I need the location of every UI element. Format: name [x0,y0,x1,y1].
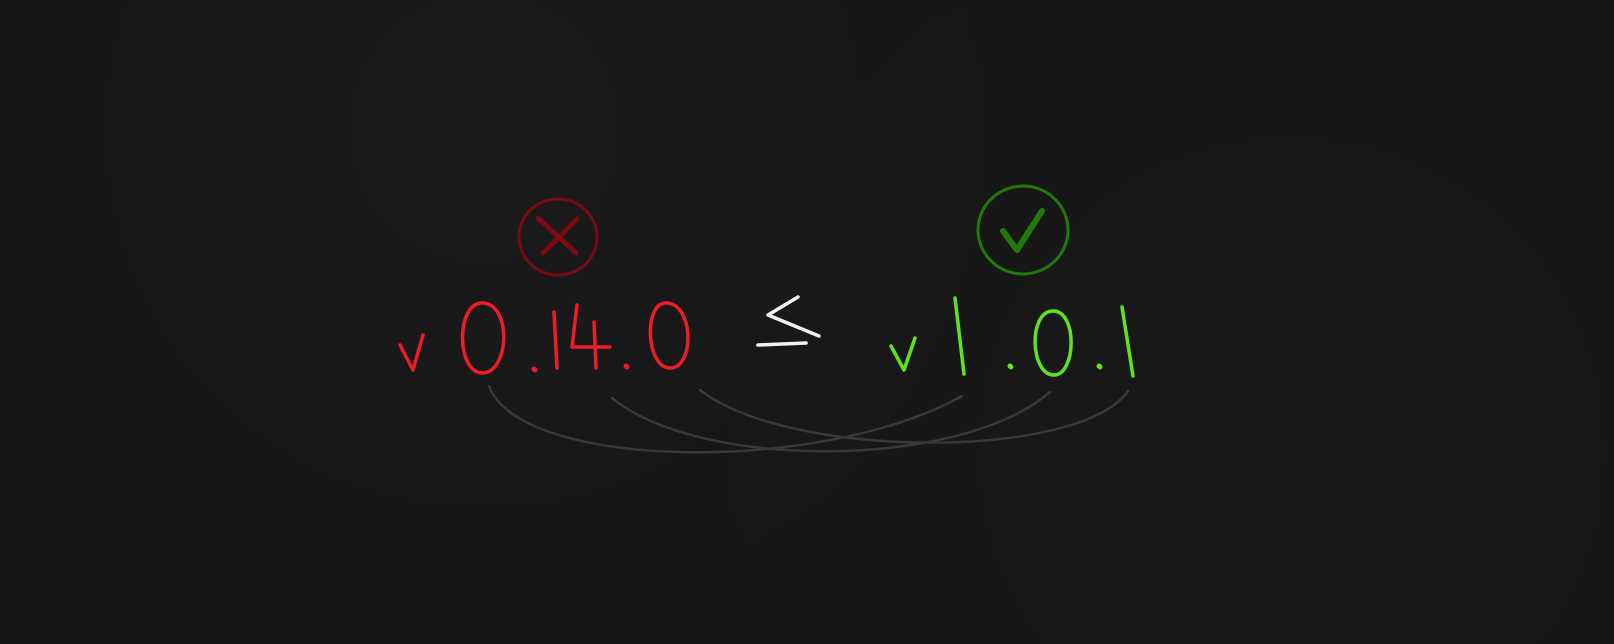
left-dot-2 [623,363,630,370]
major-connector-arc [487,384,964,454]
left-dot-1 [531,366,538,373]
right-dot-2 [1096,363,1103,370]
left-version-handwriting [398,301,690,375]
right-one-glyph-2 [1120,305,1135,378]
less-than-or-equal-glyph [756,295,821,347]
right-one-glyph [953,296,966,376]
left-four-glyph [570,303,612,370]
left-zero-glyph [460,301,506,375]
right-dot-1 [1007,363,1014,370]
minor-connector-arc [610,390,1052,453]
left-one-glyph [552,310,559,370]
left-v-glyph [398,333,425,372]
left-zero-glyph-2 [648,301,690,370]
version-part-connectors [487,384,1130,454]
patch-connector-arc [698,388,1130,444]
right-zero-glyph [1033,309,1073,377]
right-version-handwriting [889,296,1135,378]
right-v-glyph [889,336,917,372]
cross-circle-icon [517,197,599,277]
check-circle-icon [976,184,1070,276]
